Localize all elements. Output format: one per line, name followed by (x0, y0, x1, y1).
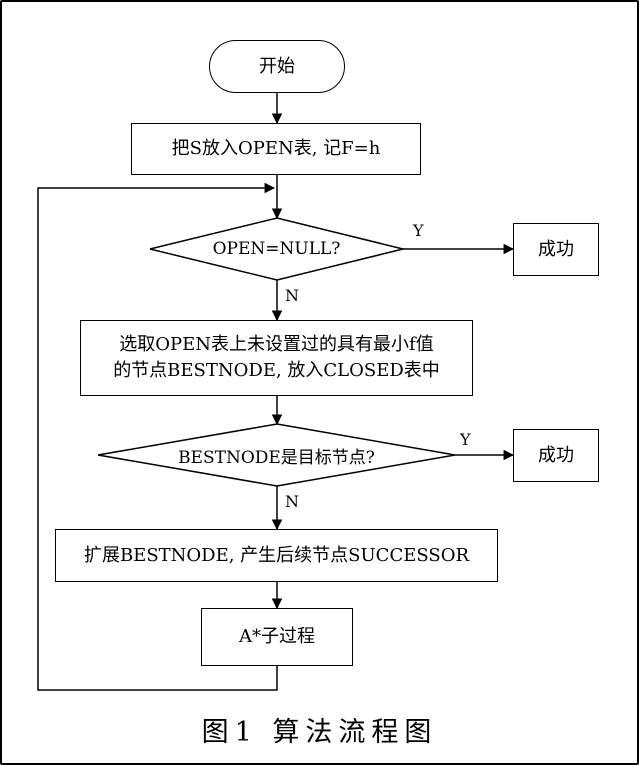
decision-bestnode-goal-label: BESTNODE是目标节点? (178, 447, 375, 468)
subprocess-label: A*子过程 (239, 626, 315, 647)
decision-open-null-shape (149, 217, 404, 281)
success-box-1: 成功 (513, 223, 599, 276)
select-bestnode-line2: 的节点BESTNODE, 放入CLOSED表中 (113, 360, 440, 381)
put-s-box: 把S放入OPEN表, 记F=h (131, 123, 421, 175)
label-no-2: N (285, 492, 299, 511)
label-yes-2: Y (460, 430, 471, 449)
success-box-2: 成功 (513, 429, 599, 482)
decision-bestnode-goal: BESTNODE是目标节点? (98, 424, 455, 486)
decision-open-null: OPEN=NULL? (150, 218, 403, 280)
select-bestnode-box: 选取OPEN表上未设置过的具有最小f值 的节点BESTNODE, 放入CLOSE… (80, 320, 473, 396)
expand-bestnode-box: 扩展BESTNODE, 产生后续节点SUCCESSOR (55, 529, 498, 582)
expand-bestnode-label: 扩展BESTNODE, 产生后续节点SUCCESSOR (83, 544, 470, 566)
success-label-1: 成功 (538, 238, 574, 260)
decision-open-null-label: OPEN=NULL? (212, 239, 341, 259)
label-no-1: N (285, 286, 299, 305)
figure-caption: 图1 算法流程图 (201, 717, 438, 748)
arrow-loop-back (37, 182, 278, 691)
start-terminal: 开始 (209, 40, 345, 93)
subprocess-box: A*子过程 (201, 608, 353, 666)
success-label-2: 成功 (538, 444, 574, 466)
start-label: 开始 (259, 55, 295, 77)
select-bestnode-line1: 选取OPEN表上未设置过的具有最小f值 (119, 334, 434, 355)
decision-bestnode-goal-shape (97, 423, 456, 487)
label-yes-1: Y (413, 221, 424, 240)
put-s-label: 把S放入OPEN表, 记F=h (171, 138, 381, 159)
